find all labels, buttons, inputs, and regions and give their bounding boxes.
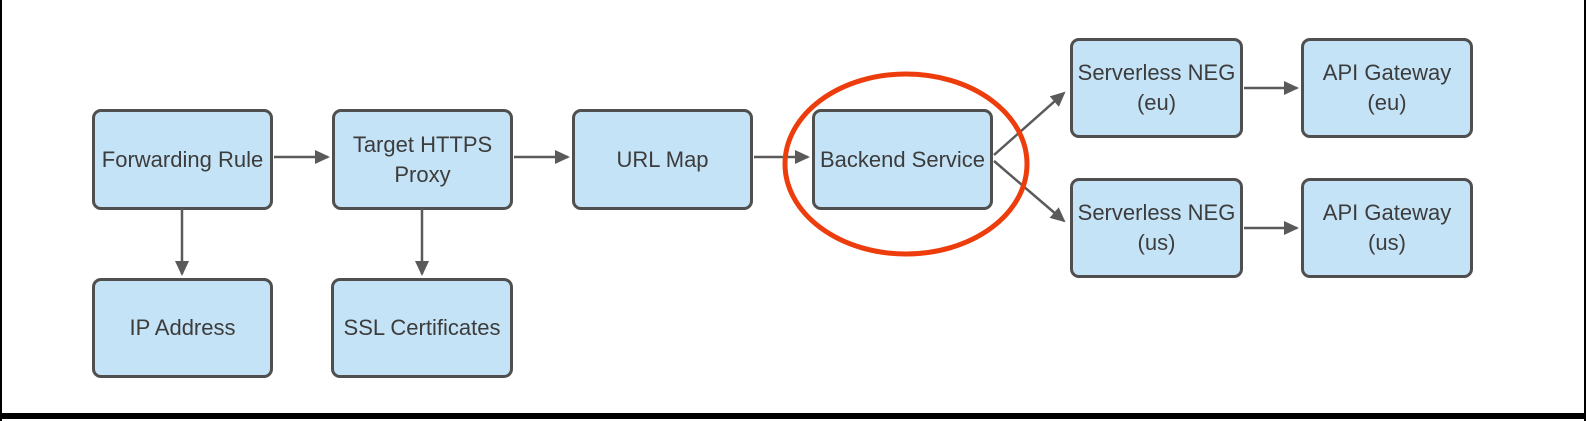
node-ip-address: IP Address — [92, 278, 273, 378]
node-ssl-certificates: SSL Certificates — [331, 278, 513, 378]
node-target-https-proxy: Target HTTPS Proxy — [332, 109, 513, 210]
node-serverless-neg-eu-label: Serverless NEG (eu) — [1077, 60, 1236, 115]
node-api-gateway-eu: API Gateway (eu) — [1301, 38, 1473, 138]
node-api-gateway-eu-label: API Gateway (eu) — [1322, 60, 1452, 115]
node-url-map-label: URL Map — [616, 146, 709, 172]
node-forwarding-rule: Forwarding Rule — [92, 109, 273, 210]
node-api-gateway-us: API Gateway (us) — [1301, 178, 1473, 278]
node-ssl-certificates-label: SSL Certificates — [343, 315, 501, 340]
node-forwarding-rule-label: Forwarding Rule — [101, 146, 264, 172]
canvas-border-right — [1584, 0, 1586, 421]
canvas-border-left — [0, 0, 2, 421]
node-backend-service: Backend Service — [812, 109, 993, 210]
node-ip-address-label: IP Address — [129, 315, 236, 340]
node-serverless-neg-us: Serverless NEG (us) — [1070, 178, 1243, 278]
node-serverless-neg-eu: Serverless NEG (eu) — [1070, 38, 1243, 138]
arrow-backend-service-to-serverless-neg-us — [993, 160, 1066, 223]
arrow-backend-service-to-serverless-neg-eu — [993, 91, 1066, 156]
node-backend-service-label: Backend Service — [819, 146, 986, 172]
node-url-map: URL Map — [572, 109, 753, 210]
bottom-rule — [0, 413, 1586, 419]
node-serverless-neg-us-label: Serverless NEG (us) — [1077, 200, 1236, 255]
node-target-https-proxy-label: Target HTTPS Proxy — [352, 131, 493, 187]
node-api-gateway-us-label: API Gateway (us) — [1322, 200, 1452, 255]
